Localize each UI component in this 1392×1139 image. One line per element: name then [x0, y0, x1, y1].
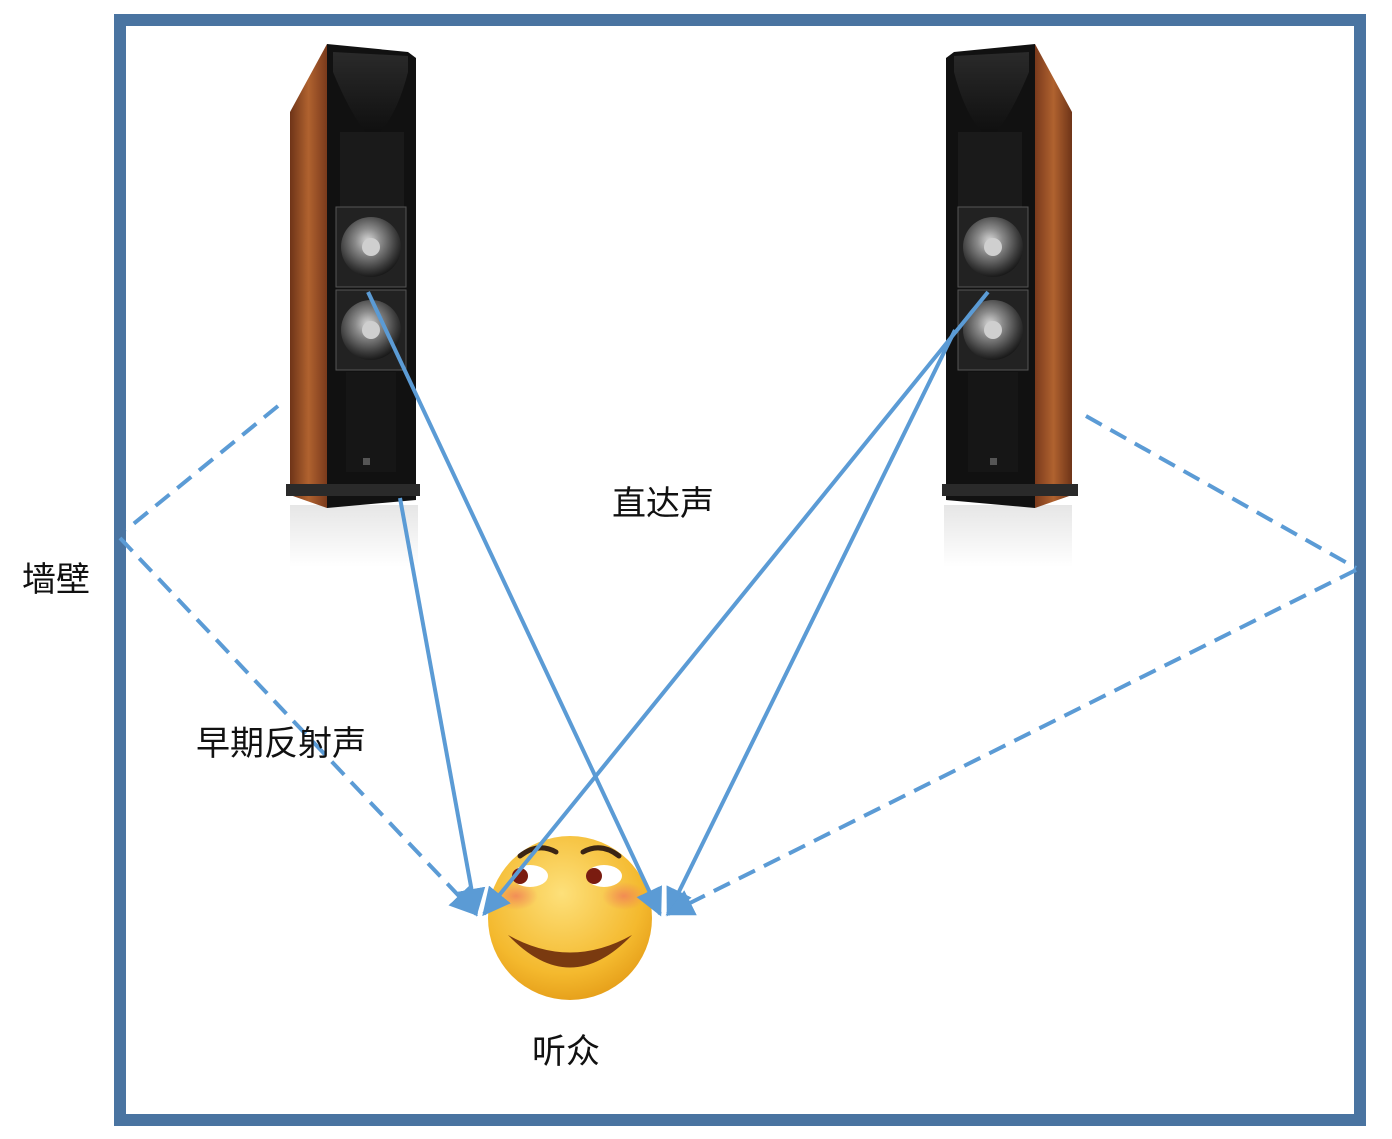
- right-speaker-icon: [942, 44, 1078, 567]
- left-speaker-icon: [286, 44, 420, 567]
- direct-path-left-to-right-ear: [366, 291, 662, 917]
- direct-sound-label: 直达声: [612, 484, 714, 524]
- early-reflection-label: 早期反射声: [196, 724, 366, 764]
- direct-path-right-to-left-ear: [482, 290, 990, 917]
- direct-path-right-to-right-ear: [666, 329, 957, 917]
- room-wall-border: [114, 14, 1366, 1126]
- direct-path-left-to-left-ear: [398, 497, 486, 917]
- wall-label: 墙壁: [22, 560, 90, 600]
- listener-label: 听众: [532, 1032, 600, 1072]
- direct-sound-paths: [366, 290, 990, 917]
- listener-smiley-face-icon: [488, 836, 652, 1000]
- reflection-path-left: [124, 404, 280, 532]
- early-reflection-paths: [118, 404, 1357, 917]
- reflection-path-right: [1085, 414, 1357, 570]
